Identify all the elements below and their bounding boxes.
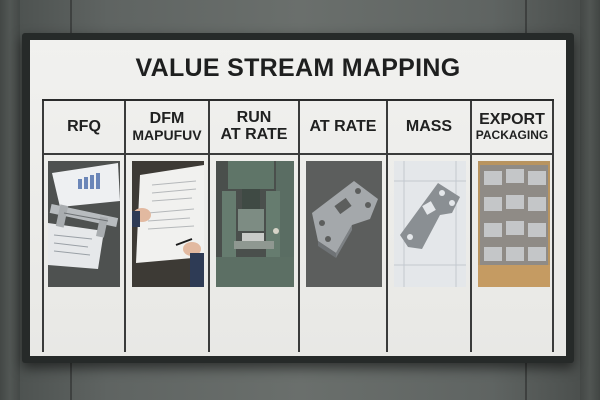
stage-header: RFQ bbox=[44, 101, 124, 155]
stage-table: RFQ DFM MAPUFUV RUN AT RATE AT RATE bbox=[42, 99, 554, 352]
stage-sublabel: PACKAGING bbox=[475, 128, 549, 143]
stage-sublabel: AT RATE bbox=[220, 126, 288, 143]
stage-header: MASS bbox=[388, 101, 470, 155]
stage-header: EXPORT PACKAGING bbox=[472, 101, 552, 155]
value-stream-board: VALUE STREAM MAPPING RFQ DFM MAPUFUV RUN… bbox=[30, 40, 566, 356]
stage-label: RFQ bbox=[67, 117, 101, 135]
stage-label: EXPORT bbox=[479, 111, 545, 129]
stage-sublabel: MAPUFUV bbox=[132, 127, 202, 144]
stage-column-dfm: DFM MAPUFUV bbox=[126, 101, 210, 352]
wall-left-edge bbox=[0, 0, 20, 400]
stage-column-at-rate: AT RATE bbox=[300, 101, 388, 352]
packed-parts-box-image bbox=[478, 161, 550, 287]
stage-label: DFM bbox=[149, 110, 185, 128]
stage-column-rfq: RFQ bbox=[42, 101, 126, 352]
stage-header: AT RATE bbox=[300, 101, 386, 155]
dfm-review-drawing-image bbox=[132, 161, 204, 287]
stage-label: AT RATE bbox=[309, 117, 377, 135]
stage-label: MASS bbox=[405, 117, 453, 135]
metal-bracket-part-image bbox=[306, 161, 382, 287]
stage-label: RUN bbox=[236, 109, 272, 127]
stage-header: RUN AT RATE bbox=[210, 101, 298, 155]
stage-header: DFM MAPUFUV bbox=[126, 101, 208, 155]
bracket-on-drawing-image bbox=[394, 161, 466, 287]
board-title: VALUE STREAM MAPPING bbox=[135, 54, 461, 82]
stage-column-export-packaging: EXPORT PACKAGING bbox=[472, 101, 554, 352]
rfq-documents-and-caliper-image bbox=[48, 161, 120, 287]
stage-column-run-at-rate: RUN AT RATE bbox=[210, 101, 300, 352]
stamping-press-image bbox=[216, 161, 294, 287]
wall-right-edge bbox=[580, 0, 600, 400]
stage-column-mass: MASS bbox=[388, 101, 472, 352]
